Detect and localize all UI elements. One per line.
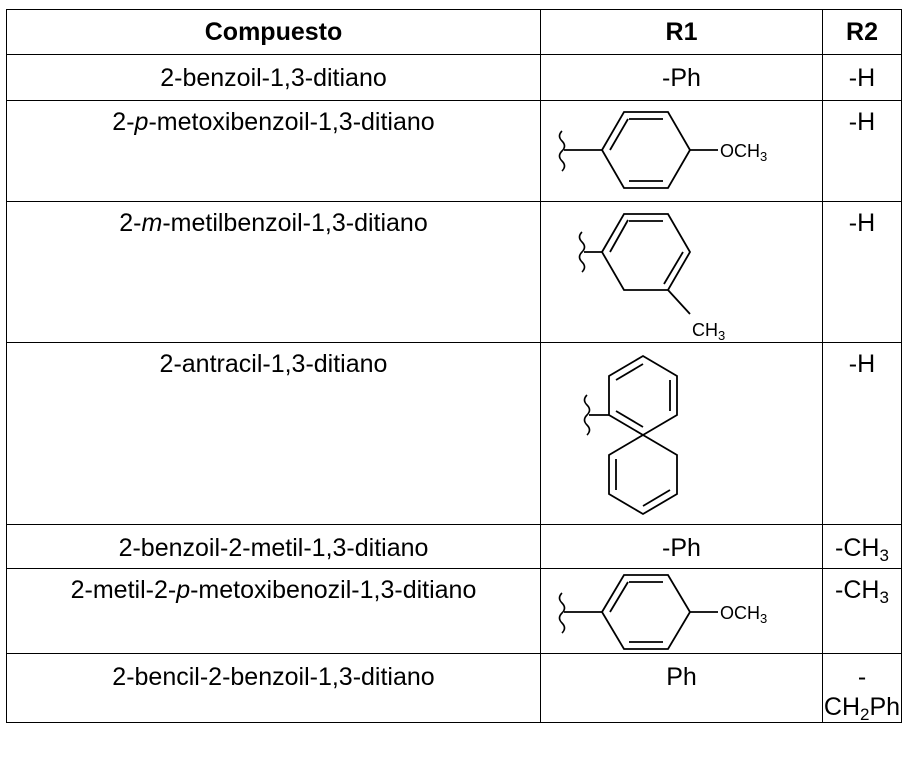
header-r2: R2 — [822, 9, 902, 55]
svg-text:OCH3: OCH3 — [720, 141, 767, 164]
header-r1: R1 — [540, 9, 823, 55]
r1-structure — [540, 342, 823, 525]
table-row: 2-m-metilbenzoil-1,3-ditiano CH3 -H — [6, 201, 902, 343]
table-row: 2-metil-2-p-metoxibenozil-1,3-ditiano OC… — [6, 568, 902, 654]
svg-text:CH3: CH3 — [692, 320, 725, 340]
r2-value: -CH3 — [822, 568, 902, 654]
table-row: 2-bencil-2-benzoil-1,3-ditiano Ph -CH2Ph — [6, 653, 902, 723]
header-compound: Compuesto — [6, 9, 541, 55]
compound-name: 2-antracil-1,3-ditiano — [6, 342, 541, 525]
r1-structure: CH3 — [540, 201, 823, 343]
r2-value: -H — [822, 342, 902, 525]
r1-structure: OCH3 — [540, 100, 823, 202]
table-row: 2-benzoil-2-metil-1,3-ditiano -Ph -CH3 — [6, 524, 902, 569]
compound-name: 2-benzoil-1,3-ditiano — [6, 54, 541, 101]
compound-name: 2-benzoil-2-metil-1,3-ditiano — [6, 524, 541, 569]
r1-value: -Ph — [540, 524, 823, 569]
r2-value: -H — [822, 100, 902, 202]
table-row: 2-antracil-1,3-ditiano -H — [6, 342, 902, 525]
r2-value: -H — [822, 54, 902, 101]
table-header-row: Compuesto R1 R2 — [6, 9, 902, 55]
compound-name: 2-m-metilbenzoil-1,3-ditiano — [6, 201, 541, 343]
p-methoxyphenyl-structure: OCH3 — [558, 574, 767, 650]
r1-value: -Ph — [540, 54, 823, 101]
r1-value: Ph — [540, 653, 823, 723]
compound-name: 2-metil-2-p-metoxibenozil-1,3-ditiano — [6, 568, 541, 654]
r1-structure: OCH3 — [540, 568, 823, 654]
r2-value: -CH3 — [822, 524, 902, 569]
table-row: 2-benzoil-1,3-ditiano -Ph -H — [6, 54, 902, 101]
compound-name: 2-bencil-2-benzoil-1,3-ditiano — [6, 653, 541, 723]
p-methoxyphenyl-structure: OCH3 — [558, 111, 767, 189]
compound-name: 2-p-metoxibenzoil-1,3-ditiano — [6, 100, 541, 202]
m-methylphenyl-structure: CH3 — [578, 213, 725, 340]
r2-value: -H — [822, 201, 902, 343]
table-row: 2-p-metoxibenzoil-1,3-ditiano OCH3 -H — [6, 100, 902, 202]
compound-table: Compuesto R1 R2 2-benzoil-1,3-ditiano -P… — [6, 9, 902, 723]
r2-value: -CH2Ph — [822, 653, 902, 723]
naphthyl-structure — [583, 354, 678, 516]
svg-text:OCH3: OCH3 — [720, 603, 767, 626]
